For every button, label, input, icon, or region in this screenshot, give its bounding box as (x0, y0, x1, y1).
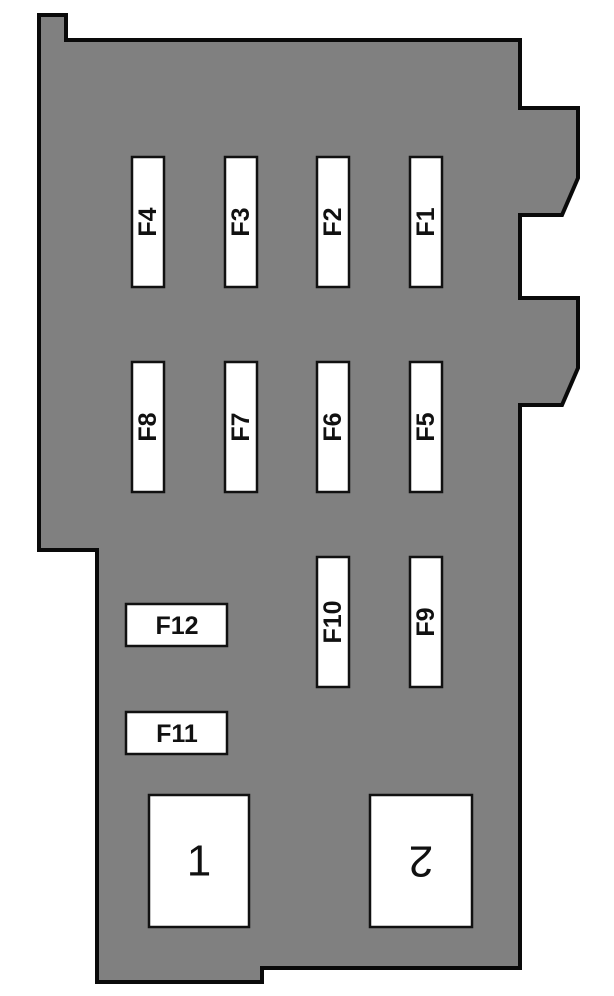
fuse-f9: F9 (408, 555, 444, 689)
fuse-f4-label: F4 (134, 207, 162, 236)
fuse-f1: F1 (408, 155, 444, 289)
fuse-f12: F12 (124, 602, 229, 648)
fuse-f4: F4 (130, 155, 166, 289)
fuse-f7-label: F7 (227, 412, 255, 441)
fuse-f8-label: F8 (134, 412, 162, 441)
fuse-f5: F5 (408, 360, 444, 494)
relay-2-label: 2 (409, 837, 433, 886)
fuse-box-housing (37, 13, 580, 984)
fuse-f12-label: F12 (155, 612, 198, 640)
fuse-f6: F6 (315, 360, 351, 494)
relay-2: 2 (368, 793, 474, 929)
fuse-f8: F8 (130, 360, 166, 494)
fuse-f10-label: F10 (319, 600, 347, 643)
relay-1: 1 (147, 793, 251, 929)
fuse-f7: F7 (223, 360, 259, 494)
fuse-f3-label: F3 (227, 207, 255, 236)
relay-1-label: 1 (187, 837, 211, 886)
fuse-f2-label: F2 (319, 207, 347, 236)
fuse-f5-label: F5 (412, 412, 440, 441)
fuse-f6-label: F6 (319, 412, 347, 441)
fuse-f2: F2 (315, 155, 351, 289)
fuse-f1-label: F1 (412, 207, 440, 236)
fuse-f3: F3 (223, 155, 259, 289)
fuse-f11: F11 (124, 710, 229, 756)
fuse-f11-label: F11 (156, 720, 198, 748)
fuse-f10: F10 (315, 555, 351, 689)
fuse-f9-label: F9 (412, 607, 440, 636)
